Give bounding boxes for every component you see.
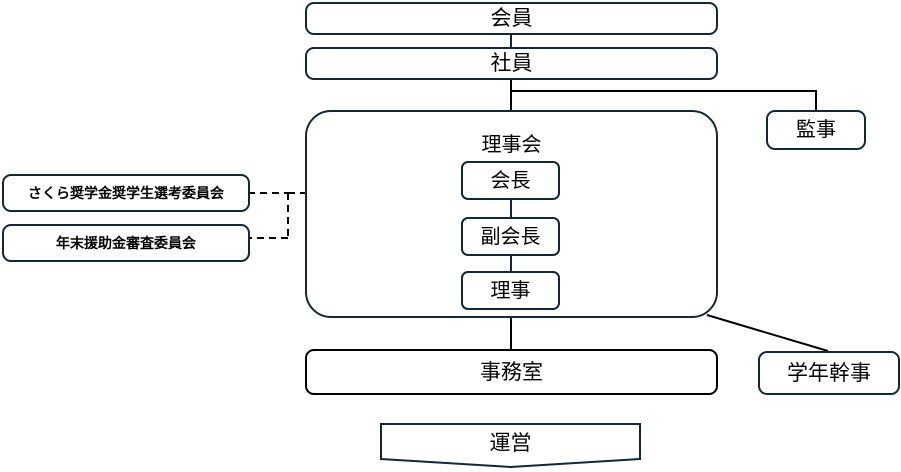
node-president[interactable]: 会長 — [461, 161, 560, 200]
node-regular-members[interactable]: 社員 — [305, 47, 718, 80]
connector-committees-to-board-dashed — [248, 192, 306, 239]
connector-auditor-drop — [815, 90, 817, 111]
node-operations[interactable]: 運営 — [380, 423, 641, 469]
node-auditor[interactable]: 監事 — [766, 110, 866, 150]
connector-board-to-grade-officers — [706, 314, 829, 352]
board-container[interactable] — [305, 110, 718, 318]
node-members[interactable]: 会員 — [305, 2, 718, 35]
connector-regular-members-to-auditor-horizontal — [510, 90, 817, 92]
node-director[interactable]: 理事 — [461, 271, 560, 310]
node-sakura-scholarship-committee[interactable]: さくら奨学金奨学生選考委員会 — [2, 174, 250, 212]
connector-members-to-regular-members — [510, 34, 512, 48]
connector-president-to-vice-president — [510, 199, 512, 218]
operations-label: 運営 — [489, 432, 532, 455]
node-grade-officers[interactable]: 学年幹事 — [758, 351, 900, 395]
node-office[interactable]: 事務室 — [305, 349, 718, 395]
connector-board-to-office — [510, 317, 512, 350]
connector-regular-members-to-board — [510, 79, 512, 111]
node-vice-president[interactable]: 副会長 — [461, 217, 560, 256]
connector-vice-president-to-director — [510, 255, 512, 272]
board-label: 理事会 — [481, 134, 542, 156]
node-yearend-aid-committee[interactable]: 年末援助金審査委員会 — [2, 224, 250, 262]
